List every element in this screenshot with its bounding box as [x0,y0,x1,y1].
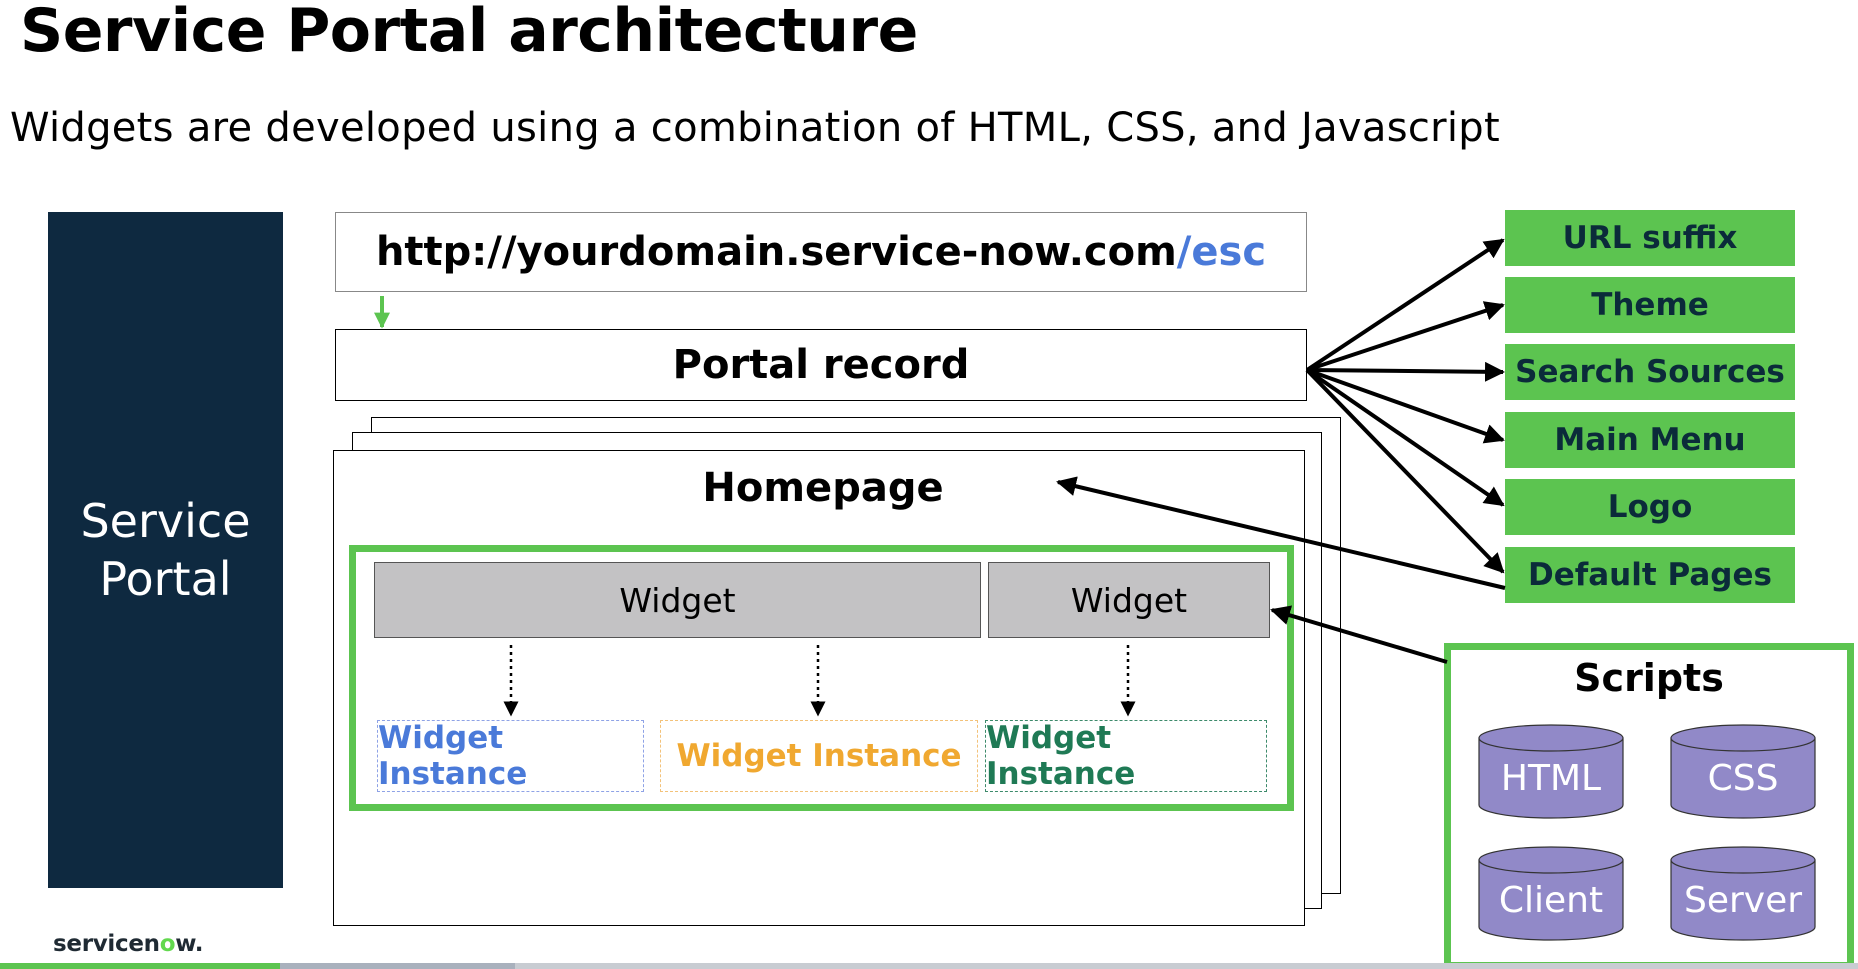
url-suffix: /esc [1176,229,1267,275]
cylinder-server [1670,846,1816,941]
tag-label: Search Sources [1515,354,1785,390]
footer-bar [0,963,1858,969]
tag-default-pages: Default Pages [1505,547,1795,603]
tag-search-sources: Search Sources [1505,344,1795,400]
logo-text-suffix: w. [175,931,204,957]
widget-instance-box: Widget Instance [985,720,1267,792]
homepage-label: Homepage [702,465,944,511]
tag-label: URL suffix [1562,220,1738,256]
servicenow-logo: servicenow. [53,931,203,957]
cylinder-css [1670,724,1816,819]
tag-theme: Theme [1505,277,1795,333]
cylinder-client [1478,846,1624,941]
tag-url-suffix: URL suffix [1505,210,1795,266]
widget-box: Widget [374,562,981,638]
url-box: http://yourdomain.service-now.com/esc [335,212,1307,292]
logo-text-prefix: servicen [53,931,160,957]
scripts-title: Scripts [1574,656,1724,700]
url-base: http://yourdomain.service-now.com [375,229,1177,275]
cylinder-label-client: Client [1498,880,1604,921]
widget-instance-box: Widget Instance [377,720,644,792]
service-portal-label: Service Portal [80,494,251,606]
widget-instance-label: Widget Instance [676,738,962,774]
widget-group-frame [349,545,1294,811]
tag-label: Logo [1607,489,1693,525]
footer-bar-green-segment [0,963,280,969]
portal-record-label: Portal record [672,342,970,388]
tag-label: Main Menu [1554,422,1746,458]
cylinder-html [1478,724,1624,819]
widget-instance-box: Widget Instance [660,720,978,792]
service-portal-panel: Service Portal [48,212,283,888]
tag-logo: Logo [1505,479,1795,535]
footer-bar-gray-segment [280,963,515,969]
logo-text-o: o [159,931,176,957]
page-subtitle: Widgets are developed using a combinatio… [10,105,1500,151]
tag-label: Theme [1591,287,1709,323]
cylinder-label-html: HTML [1500,758,1602,799]
tag-label: Default Pages [1528,557,1772,593]
portal-record-box: Portal record [335,329,1307,401]
page-title: Service Portal architecture [20,0,918,66]
cylinder-label-server: Server [1683,880,1803,921]
widget-instance-label: Widget Instance [378,720,528,792]
widget-instance-label: Widget Instance [986,720,1136,792]
tag-main-menu: Main Menu [1505,412,1795,468]
cylinder-label-css: CSS [1707,758,1779,799]
widget-label: Widget [619,580,736,620]
